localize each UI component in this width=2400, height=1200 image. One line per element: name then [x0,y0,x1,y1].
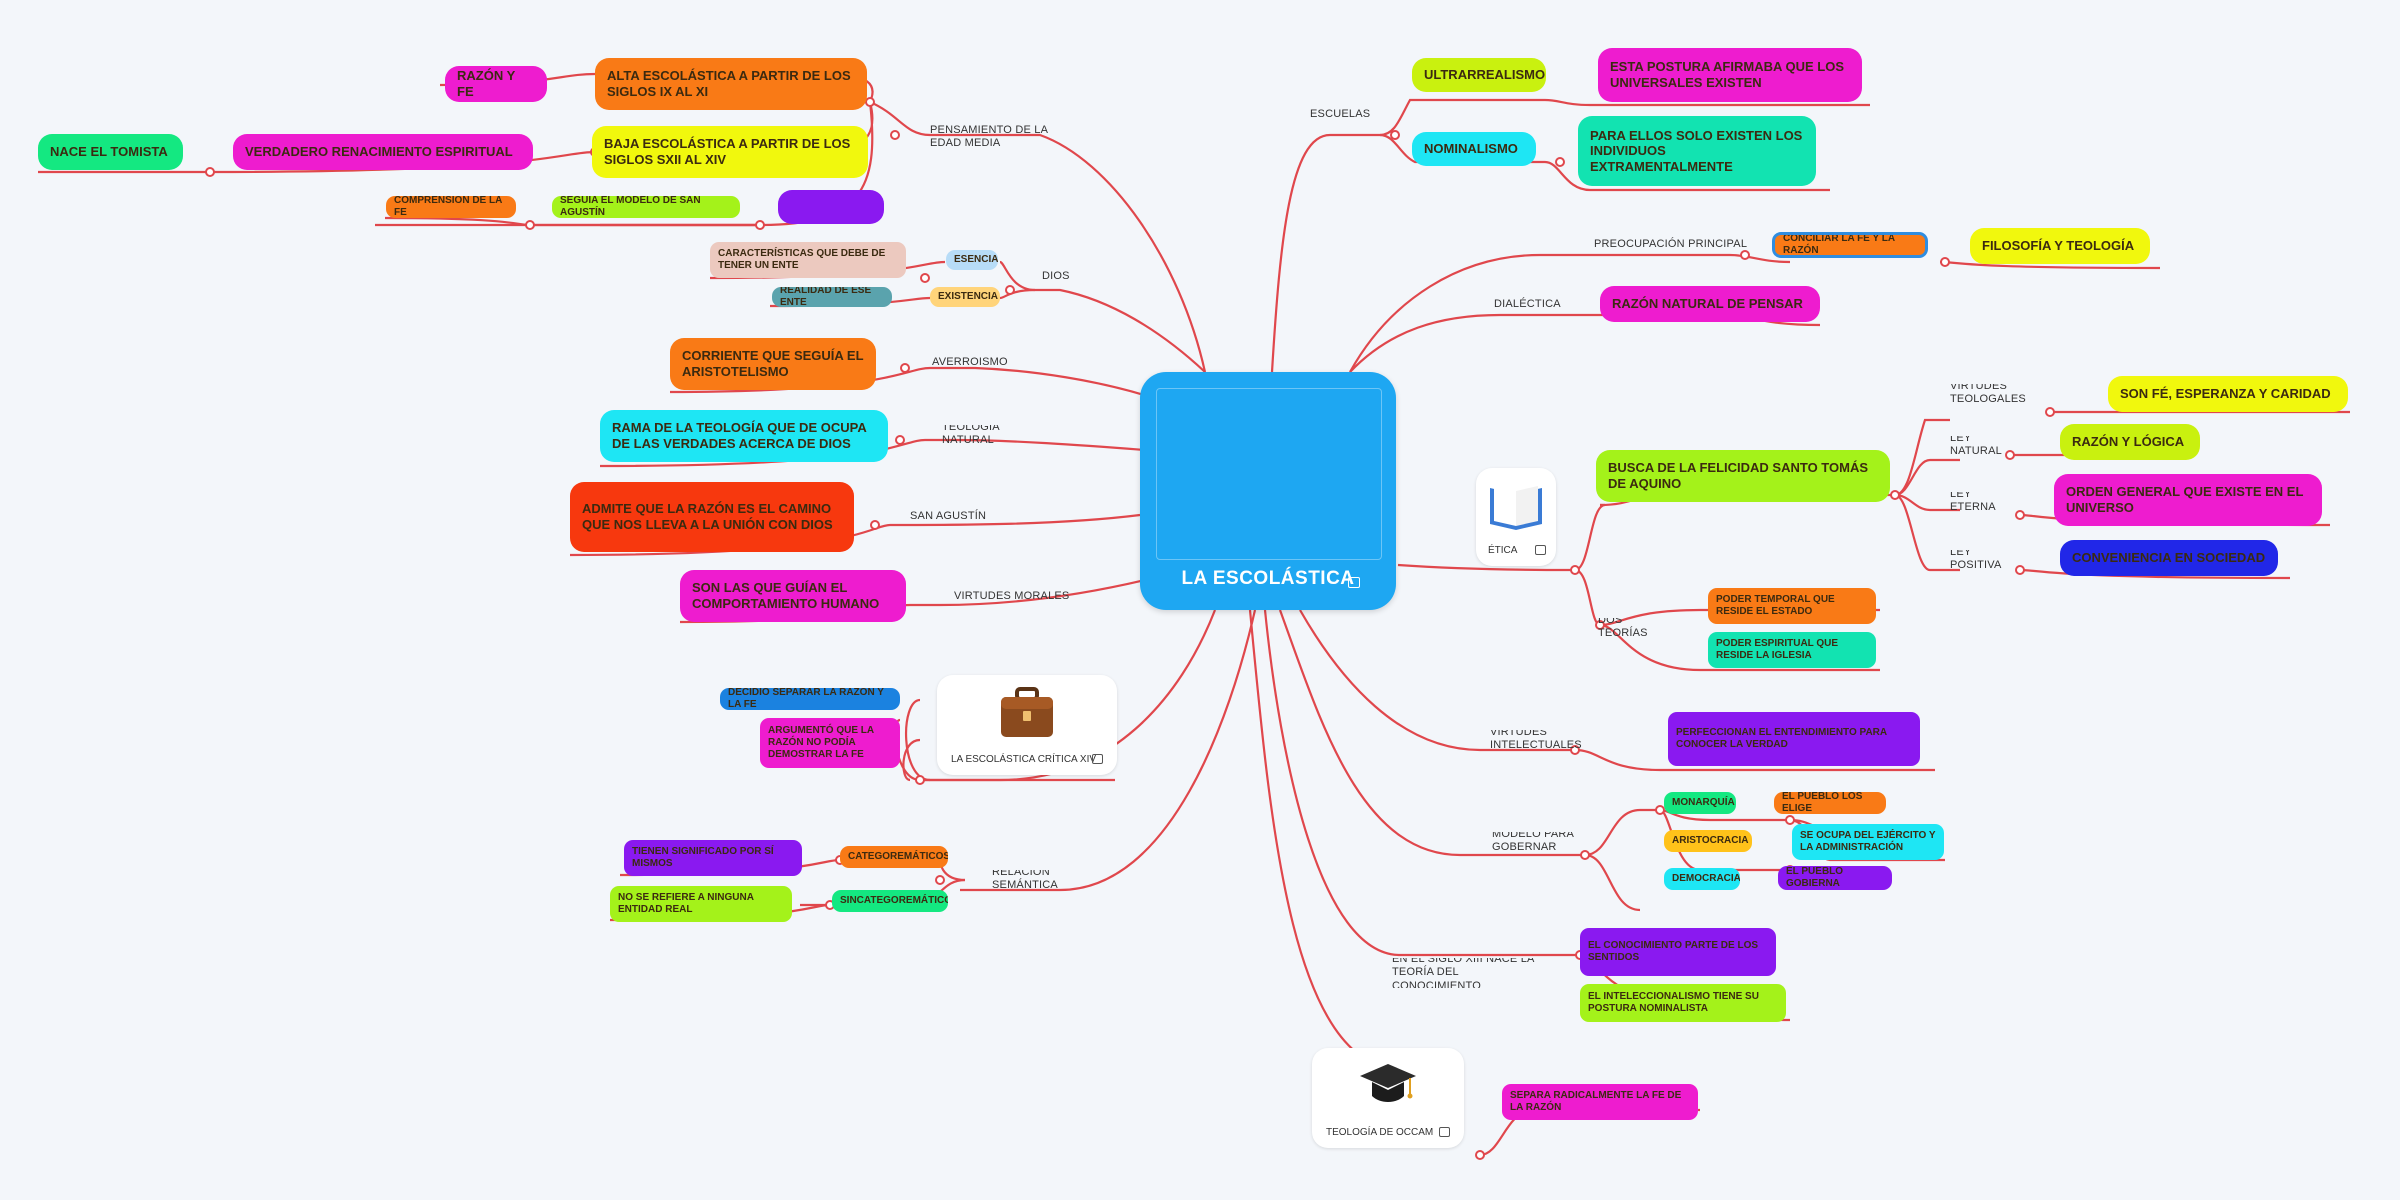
node-ejercito[interactable]: SE OCUPA DEL EJÉRCITO Y LA ADMINISTRACIÓ… [1792,824,1944,860]
node-nace-tomista[interactable]: NACE EL TOMISTA [38,134,183,170]
branch-label-dialectica[interactable]: DIALÉCTICA [1494,298,1561,311]
node-no-refiere[interactable]: NO SE REFIERE A NINGUNA ENTIDAD REAL [610,886,792,922]
node-filosofia-teologia[interactable]: FILOSOFÍA Y TEOLOGÍA [1970,228,2150,264]
node-monarquia[interactable]: MONARQUÍA [1664,792,1736,814]
node-esencia[interactable]: ESENCIA [946,250,998,270]
node-razon-camino[interactable]: ADMITE QUE LA RAZÓN ES EL CAMINO QUE NOS… [570,482,854,552]
node-pueblo-elige[interactable]: EL PUEBLO LOS ELIGE [1774,792,1886,814]
branch-label-dios[interactable]: DIOS [1042,270,1070,283]
branch-label-modelo-gobernar[interactable]: MODELO PARA GOBERNAR [1492,832,1574,850]
label-virtudes-teologales[interactable]: VIRTUDES TEOLOGALES [1950,384,2026,402]
node-nominalismo-desc[interactable]: PARA ELLOS SOLO EXISTEN LOS INDIVIDUOS E… [1578,116,1816,186]
central-node[interactable]: LA ESCOLÁSTICA [1140,372,1396,610]
card-etica[interactable]: ÉTICA [1476,468,1556,566]
briefcase-icon [1001,687,1053,737]
card-caption: LA ESCOLÁSTICA CRÍTICA XIV [951,754,1097,765]
node-separar-razon-fe[interactable]: DECIDIÓ SEPARAR LA RAZÓN Y LA FE [720,688,900,710]
node-razon-fe[interactable]: RAZÓN Y FE [445,66,547,102]
node-separa-fe-razon[interactable]: SEPARA RADICALMENTE LA FE DE LA RAZÓN [1502,1084,1698,1120]
central-image-placeholder [1156,388,1382,560]
node-nominalismo[interactable]: NOMINALISMO [1412,132,1536,166]
node-teologia-natural[interactable]: RAMA DE LA TEOLOGÍA QUE DE OCUPA DE LAS … [600,410,888,462]
node-purple-significado[interactable]: TIENEN SIGNIFICADO POR SÍ MISMOS [624,840,802,876]
branch-label-teologia-natural[interactable]: TEOLOGÍA NATURAL [942,425,1000,443]
branch-label-relacion-semantica[interactable]: RELACIÓN SEMÁNTICA [992,870,1058,888]
node-sincategorematicos[interactable]: SINCATEGOREMÁTICOS [832,890,948,912]
node-razon-natural[interactable]: RAZÓN NATURAL DE PENSAR [1600,286,1820,322]
node-ultrarrealismo-desc[interactable]: ESTA POSTURA AFIRMABA QUE LOS UNIVERSALE… [1598,48,1862,102]
node-san-agustin-modelo[interactable]: SEGUÍA EL MODELO DE SAN AGUSTÍN [552,196,740,218]
node-inteleccionalismo[interactable]: EL INTELECCIONALISMO TIENE SU POSTURA NO… [1580,984,1786,1022]
node-fe-esperanza[interactable]: SON FÉ, ESPERANZA Y CARIDAD [2108,376,2348,412]
book-icon [1490,486,1542,530]
node-orden-general[interactable]: ORDEN GENERAL QUE EXISTE EN EL UNIVERSO [2054,474,2322,526]
node-poder-temporal[interactable]: PODER TEMPORAL QUE RESIDE EL ESTADO [1708,588,1876,624]
node-democracia[interactable]: DEMOCRACIA [1664,868,1740,890]
external-link-icon[interactable] [1439,1127,1450,1137]
node-baja-escolastica[interactable]: BAJA ESCOLÁSTICA A PARTIR DE LOS SIGLOS … [592,126,868,178]
branch-label-preocupacion[interactable]: PREOCUPACIÓN PRINCIPAL [1594,238,1748,251]
branch-label-virtudes-morales[interactable]: VIRTUDES MORALES [954,590,1070,603]
external-link-icon[interactable] [1348,577,1360,588]
central-title: LA ESCOLÁSTICA [1181,568,1355,589]
label-ley-positiva[interactable]: LEY POSITIVA [1950,550,2002,568]
node-purple-blank[interactable] [778,190,884,224]
node-argumento[interactable]: ARGUMENTÓ QUE LA RAZÓN NO PODÍA DEMOSTRA… [760,718,900,768]
node-aristotelismo[interactable]: CORRIENTE QUE SEGUÍA EL ARISTOTELISMO [670,338,876,390]
external-link-icon[interactable] [1535,545,1546,555]
node-poder-espiritual[interactable]: PODER ESPIRITUAL QUE RESIDE LA IGLESIA [1708,632,1876,668]
node-existencia[interactable]: EXISTENCIA [930,287,1000,307]
node-alta-escolastica[interactable]: ALTA ESCOLÁSTICA A PARTIR DE LOS SIGLOS … [595,58,867,110]
node-virtudes-morales[interactable]: SON LAS QUE GUÍAN EL COMPORTAMIENTO HUMA… [680,570,906,622]
branch-label-san-agustin[interactable]: SAN AGUSTÍN [910,510,987,523]
node-aristocracia[interactable]: ARISTOCRACIA [1664,830,1752,852]
node-renacimiento[interactable]: VERDADERO RENACIMIENTO ESPIRITUAL [233,134,533,170]
node-conciliar[interactable]: CONCILIAR LA FE Y LA RAZÓN [1772,232,1928,258]
external-link-icon[interactable] [1092,754,1103,764]
branch-label-averroismo[interactable]: AVERROISMO [932,356,1008,369]
branch-label-siglo-xiii[interactable]: EN EL SIGLO XIII NACE LA TEORÍA DEL CONO… [1392,958,1534,988]
branch-label-escuelas[interactable]: ESCUELAS [1310,108,1371,121]
node-conveniencia[interactable]: CONVENIENCIA EN SOCIEDAD [2060,540,2278,576]
node-ultrarrealismo[interactable]: ULTRARREALISMO [1412,58,1546,92]
node-realidad[interactable]: REALIDAD DE ESE ENTE [772,287,892,307]
card-escolastica-critica[interactable]: LA ESCOLÁSTICA CRÍTICA XIV [937,675,1117,775]
label-ley-natural[interactable]: LEY NATURAL [1950,436,2002,454]
branch-label-pensamiento[interactable]: PENSAMIENTO DE LA EDAD MEDIA [930,123,1048,149]
node-perfeccionan[interactable]: PERFECCIONAN EL ENTENDIMIENTO PARA CONOC… [1668,712,1920,766]
node-comprension-fe[interactable]: COMPRENSIÓN DE LA FE [386,196,516,218]
card-teologia-occam[interactable]: TEOLOGÍA DE OCCAM [1312,1048,1464,1148]
node-pueblo-gobierna[interactable]: EL PUEBLO GOBIERNA [1778,866,1892,890]
node-felicidad[interactable]: BUSCA DE LA FELICIDAD SANTO TOMÁS DE AQU… [1596,450,1890,502]
branch-label-virtudes-intelectuales[interactable]: VIRTUDES INTELECTUALES [1490,730,1582,748]
card-caption: TEOLOGÍA DE OCCAM [1326,1127,1434,1138]
node-categorematicos[interactable]: CATEGOREMÁTICOS [840,846,948,868]
node-conocimiento-sentidos[interactable]: EL CONOCIMIENTO PARTE DE LOS SENTIDOS [1580,928,1776,976]
graduation-cap-icon [1360,1064,1416,1102]
node-razon-logica[interactable]: RAZÓN Y LÓGICA [2060,424,2200,460]
card-caption: ÉTICA [1488,545,1518,556]
label-dos-teorias[interactable]: DOS TEORÍAS [1598,618,1648,636]
label-ley-eterna[interactable]: LEY ETERNA [1950,492,1996,510]
node-caracteristicas[interactable]: CARACTERÍSTICAS QUE DEBE DE TENER UN ENT… [710,242,906,278]
